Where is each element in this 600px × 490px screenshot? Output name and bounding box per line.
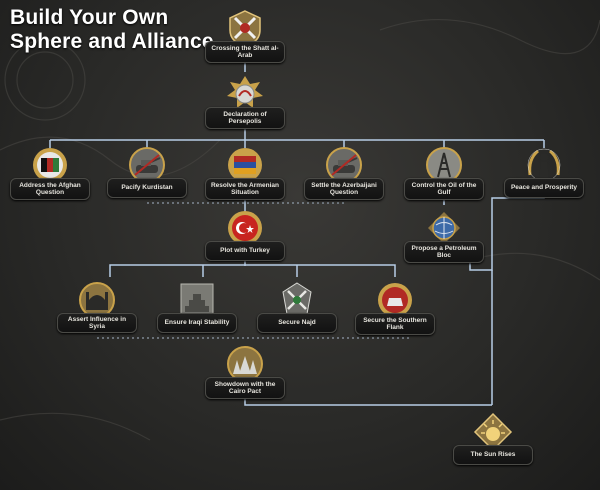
crossed-swords-medal-icon — [277, 280, 317, 320]
focus-label: The Sun Rises — [453, 445, 533, 465]
focus-label: Plot with Turkey — [205, 241, 285, 261]
tank-medal-icon — [127, 145, 167, 185]
armenian-flag-medal-icon — [225, 145, 265, 185]
focus-label: Pacify Kurdistan — [107, 178, 187, 198]
focus-label: Resolve the Armenian Situation — [205, 178, 285, 200]
focus-label: Showdown with the Cairo Pact — [205, 377, 285, 399]
focus-label: Settle the Azerbaijani Question — [304, 178, 384, 200]
focus-label: Secure Najd — [257, 313, 337, 333]
crossed-swords-shield-icon — [225, 8, 265, 48]
focus-label: Declaration of Persepolis — [205, 107, 285, 129]
focus-label: Address the Afghan Question — [10, 178, 90, 200]
page-title: Build Your Own Sphere and Alliance — [10, 6, 214, 54]
title-line-1: Build Your Own — [10, 6, 169, 29]
title-line-2: Sphere and Alliance — [10, 30, 214, 53]
mosque-medal-icon — [77, 280, 117, 320]
tank-medal-icon — [324, 145, 364, 185]
lamassu-emblem-icon — [225, 74, 265, 114]
turkish-flag-medal-icon — [225, 208, 265, 248]
globe-medal-icon — [424, 208, 464, 248]
focus-label: Propose a Petroleum Bloc — [404, 241, 484, 263]
rising-sun-icon — [473, 412, 513, 452]
focus-label: Peace and Prosperity — [504, 178, 584, 198]
focus-label: Control the Oil of the Gulf — [404, 178, 484, 200]
ziggurat-icon — [177, 280, 217, 320]
focus-label: Assert Influence in Syria — [57, 313, 137, 333]
focus-label: Ensure Iraqi Stability — [157, 313, 237, 333]
focus-label: Secure the Southern Flank — [355, 313, 435, 335]
afghan-flag-medal-icon — [30, 145, 70, 185]
red-medal-icon — [375, 280, 415, 320]
focus-label: Crossing the Shatt al-Arab — [205, 41, 285, 63]
